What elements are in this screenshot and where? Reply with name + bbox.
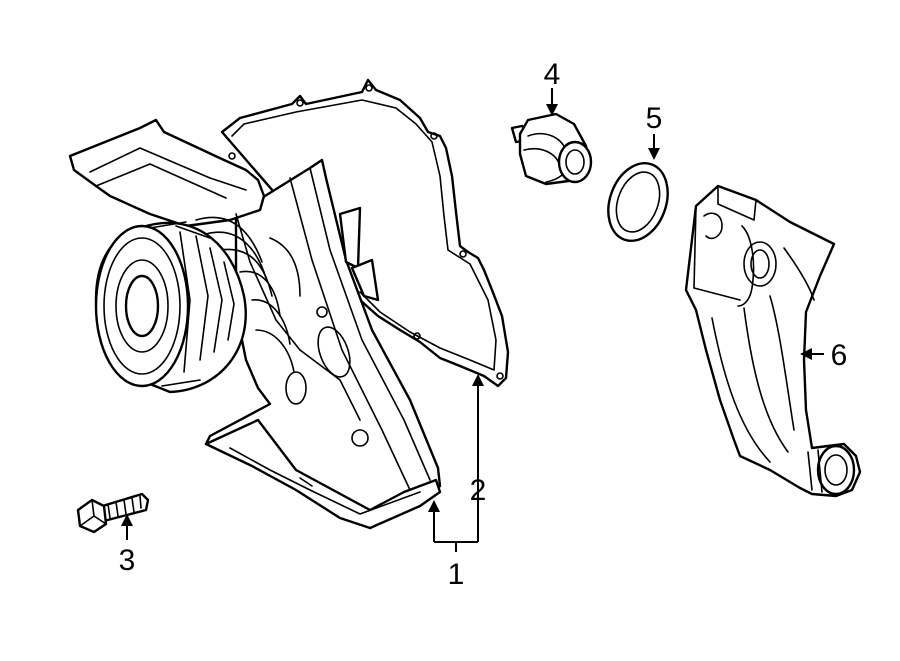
coolant-housing [684,184,862,498]
arrow-5 [648,148,660,160]
arrow-6 [800,348,812,360]
thermostat [510,112,593,186]
seal-ring [607,162,669,242]
pulley [94,221,247,394]
leader-lines [121,88,824,552]
arrow-3 [121,514,133,526]
callout-2: 2 [470,474,487,507]
callout-3: 3 [119,544,136,577]
impeller [195,216,301,373]
callout-4: 4 [544,58,561,91]
water-pump [68,118,442,530]
callout-5: 5 [646,102,663,135]
arrow-4 [546,104,558,116]
callout-6: 6 [831,339,848,372]
callout-1: 1 [448,558,465,591]
gasket [220,78,510,388]
arrow-1 [428,500,440,512]
bolt [76,492,150,534]
arrow-2 [472,374,484,386]
